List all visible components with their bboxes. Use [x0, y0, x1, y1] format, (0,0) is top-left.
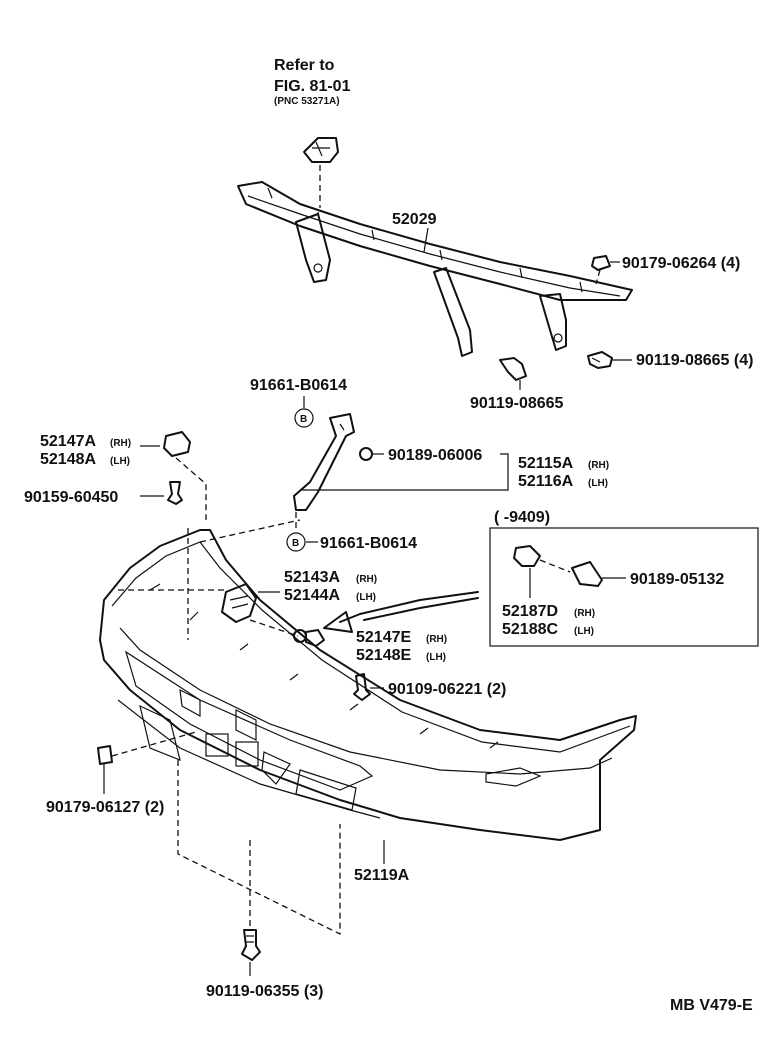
label-52188C-side: (LH) [574, 626, 594, 637]
label-52148A-side: (LH) [110, 456, 130, 467]
screw-90159-60450 [167, 481, 183, 505]
upper-support-bar [237, 181, 633, 357]
label-90189-06006: 90189-06006 [388, 447, 482, 464]
inset-range: ( -9409) [494, 509, 550, 526]
label-52147A: 52147A [40, 433, 96, 450]
label-52144A: 52144A [284, 587, 340, 604]
refer-line-3: (PNC 53271A) [274, 96, 340, 107]
label-90189-05132: 90189-05132 [630, 571, 724, 588]
label-90159-60450: 90159-60450 [24, 489, 118, 506]
label-52143A-side: (RH) [356, 574, 377, 585]
bolt-90109-06221 [353, 673, 371, 701]
bumper-stay-bracket [293, 413, 355, 511]
inset-arrow-head [323, 611, 353, 633]
label-90119-08665-4: 90119-08665 (4) [636, 352, 753, 369]
label-52187D: 52187D [502, 603, 558, 620]
nut-90179-06127 [97, 745, 113, 765]
label-91661-bottom: 91661-B0614 [320, 535, 417, 552]
refer-note: Refer to FIG. 81-01 (PNC 53271A) [274, 57, 351, 107]
leader-52029 [423, 227, 429, 253]
bolt-90119-08665-center [499, 357, 527, 381]
label-90179-06264: 90179-06264 (4) [622, 255, 740, 272]
label-52188C: 52188C [502, 621, 558, 638]
label-52148E-side: (LH) [426, 652, 446, 663]
side-retainer-52147A [163, 431, 191, 457]
label-52148E: 52148E [356, 647, 411, 664]
label-52147A-side: (RH) [110, 438, 131, 449]
label-91661-top: 91661-B0614 [250, 377, 347, 394]
bolt-90119-08665-right [587, 351, 613, 369]
label-52147E: 52147E [356, 629, 411, 646]
label-52115A: 52115A [518, 455, 574, 472]
label-52116A-side: (LH) [588, 478, 608, 489]
bracket-52115A [302, 453, 509, 491]
nut-90179-06264 [591, 255, 611, 271]
label-52115A-side: (RH) [588, 460, 609, 471]
refer-line-1: Refer to [274, 57, 335, 74]
b-marker-bottom [286, 532, 306, 552]
inset-arrow-body [339, 591, 479, 623]
label-52116A: 52116A [518, 473, 574, 490]
label-90109-06221: 90109-06221 (2) [388, 681, 506, 698]
b-mark-bot: B [292, 538, 299, 549]
label-90179-06127: 90179-06127 (2) [46, 799, 164, 816]
inset-box: ( -9409) 90189-05132 52187D (RH) 52188C … [489, 509, 759, 647]
screw-90119-06355 [241, 929, 261, 961]
label-52143A: 52143A [284, 569, 340, 586]
bumper-cover-52119A [99, 529, 637, 841]
nut-90189-06006 [359, 447, 373, 461]
label-90119-08665: 90119-08665 [470, 395, 564, 412]
hood-lock-part [303, 137, 339, 163]
label-52029: 52029 [392, 211, 437, 228]
label-52144A-side: (LH) [356, 592, 376, 603]
diagram-code: MB V479-E [670, 997, 753, 1014]
label-52187D-side: (RH) [574, 608, 595, 619]
label-52147E-side: (RH) [426, 634, 447, 645]
b-marker-top [294, 408, 314, 428]
b-mark-top: B [300, 414, 307, 425]
label-90119-06355: 90119-06355 (3) [206, 983, 323, 1000]
label-52148A: 52148A [40, 451, 96, 468]
label-52119A: 52119A [354, 867, 410, 884]
refer-line-2: FIG. 81-01 [274, 78, 351, 95]
